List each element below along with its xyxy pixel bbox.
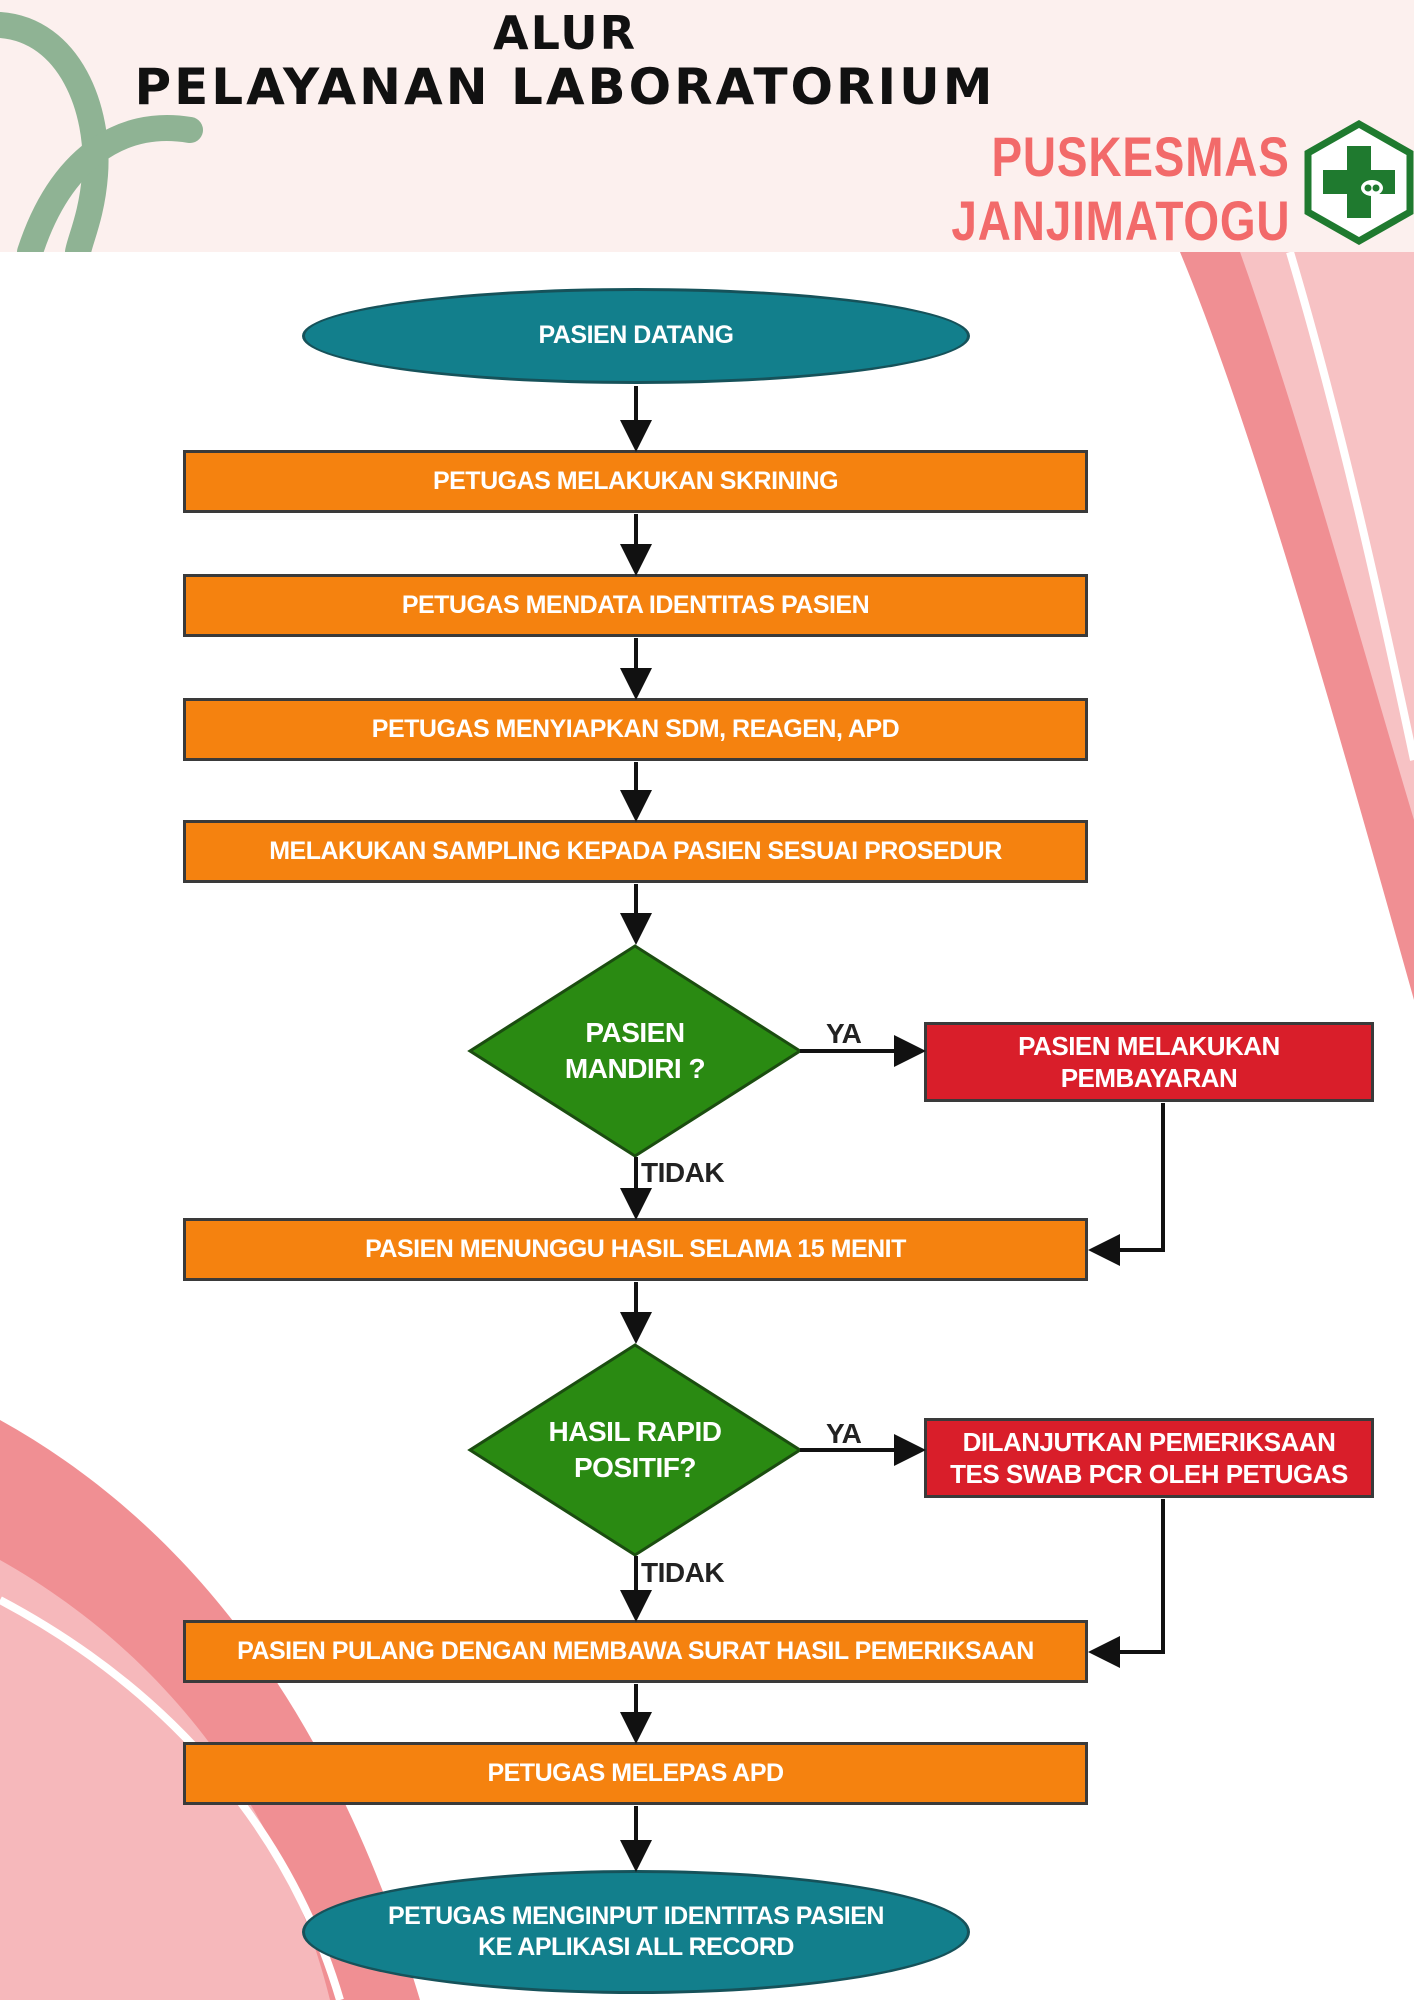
step-screening: PETUGAS MELAKUKAN SKRINING — [183, 450, 1088, 513]
payment-label-line-1: PASIEN MELAKUKAN — [1018, 1030, 1280, 1061]
decision-2-yes-label: YA — [826, 1418, 862, 1449]
leaf-decoration-icon — [0, 12, 203, 252]
pcr-label-line-1: DILANJUTKAN PEMERIKSAAN — [962, 1426, 1336, 1457]
decision-rapid-positive: HASIL RAPID POSITIF? — [467, 1342, 803, 1558]
step-sampling-label: MELAKUKAN SAMPLING KEPADA PASIEN SESUAI … — [269, 836, 1002, 865]
decision-2-no-label: TIDAK — [641, 1557, 725, 1588]
step-prepare-resources-label: PETUGAS MENYIAPKAN SDM, REAGEN, APD — [371, 714, 900, 743]
step-go-home-label: PASIEN PULANG DENGAN MEMBAWA SURAT HASIL… — [237, 1636, 1034, 1665]
end-label-line-1: PETUGAS MENGINPUT IDENTITAS PASIEN — [387, 1901, 885, 1930]
step-remove-ppe: PETUGAS MELEPAS APD — [183, 1742, 1088, 1805]
white-stripe-right — [1286, 250, 1414, 761]
decision-1-no-label: TIDAK — [641, 1157, 725, 1188]
decision-1-yes-label: YA — [826, 1018, 862, 1049]
puskesmas-logo-icon — [1304, 120, 1414, 245]
start-node-label: PASIEN DATANG — [538, 321, 734, 350]
decision-independent-patient: PASIEN MANDIRI ? — [467, 943, 803, 1159]
pcr-label-line-2: TES SWAB PCR OLEH PETUGAS — [950, 1459, 1348, 1489]
header: ALUR PELAYANAN LABORATORIUM PUSKESMAS JA… — [0, 0, 1414, 252]
pink-wave-left-light — [0, 1560, 330, 2000]
step-wait-result-label: PASIEN MENUNGGU HASIL SELAMA 15 MENIT — [365, 1234, 906, 1263]
end-node: PETUGAS MENGINPUT IDENTITAS PASIEN KE AP… — [302, 1870, 970, 1994]
start-node: PASIEN DATANG — [302, 288, 970, 384]
step-remove-ppe-label: PETUGAS MELEPAS APD — [487, 1758, 784, 1787]
step-go-home: PASIEN PULANG DENGAN MEMBAWA SURAT HASIL… — [183, 1620, 1088, 1683]
decision-1-shape — [467, 944, 803, 1158]
pink-wave-right-light — [1240, 252, 1414, 820]
pcr-node: DILANJUTKAN PEMERIKSAAN TES SWAB PCR OLE… — [924, 1418, 1374, 1498]
step-wait-result: PASIEN MENUNGGU HASIL SELAMA 15 MENIT — [183, 1218, 1088, 1281]
step-screening-label: PETUGAS MELAKUKAN SKRINING — [432, 466, 839, 495]
step-prepare-resources: PETUGAS MENYIAPKAN SDM, REAGEN, APD — [183, 698, 1088, 761]
decision-1-label-line-1: PASIEN — [585, 1016, 685, 1048]
decision-2-shape — [467, 1343, 803, 1557]
decision-2-label-line-1: HASIL RAPID — [548, 1415, 722, 1447]
decision-2-label-line-2: POSITIF? — [573, 1452, 696, 1483]
title-line-1: ALUR — [492, 6, 638, 60]
title-line-2: PELAYANAN LABORATORIUM — [134, 58, 996, 116]
step-record-identity-label: PETUGAS MENDATA IDENTITAS PASIEN — [401, 590, 870, 619]
step-sampling: MELAKUKAN SAMPLING KEPADA PASIEN SESUAI … — [183, 820, 1088, 883]
org-name-line-2: JANJIMATOGU — [950, 189, 1290, 252]
step-record-identity: PETUGAS MENDATA IDENTITAS PASIEN — [183, 574, 1088, 637]
decision-1-label-line-2: MANDIRI ? — [564, 1053, 706, 1084]
org-name-line-1: PUSKESMAS — [991, 125, 1290, 188]
end-label-line-2: KE APLIKASI ALL RECORD — [478, 1933, 794, 1961]
payment-label-line-2: PEMBAYARAN — [1060, 1063, 1238, 1093]
payment-node: PASIEN MELAKUKAN PEMBAYARAN — [924, 1022, 1374, 1102]
